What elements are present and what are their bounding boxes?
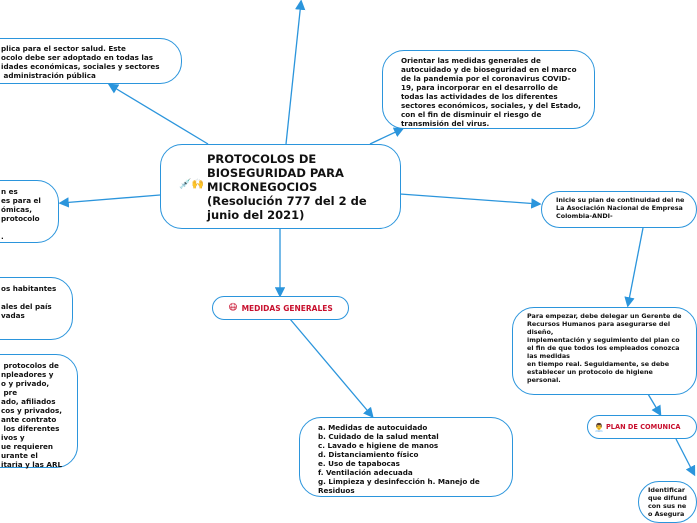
central-title: PROTOCOLOS DE BIOSEGURIDAD PARA MICRONEG…: [207, 152, 367, 222]
syringe-hands-icon: 💉🙌: [179, 179, 204, 190]
node-text: Orientar las medidas generales de autocu…: [401, 56, 581, 128]
node-left-3[interactable]: protocolos de npleadores y o y privado, …: [0, 354, 78, 469]
node-text: n es es para el ómicas, protocolo .: [1, 187, 41, 241]
connector: [399, 193, 542, 209]
topic-medidas-generales[interactable]: 😷 MEDIDAS GENERALES: [212, 296, 349, 320]
node-right-1[interactable]: Inicie su plan de continuidad del ne La …: [541, 191, 697, 228]
topic-label: PLAN DE COMUNICA: [605, 423, 681, 431]
node-left-1[interactable]: n es es para el ómicas, protocolo .: [0, 180, 59, 243]
node-text: Inicie su plan de continuidad del ne La …: [556, 196, 685, 220]
connector: [647, 393, 662, 417]
node-text: protocolos de npleadores y o y privado, …: [1, 361, 63, 469]
node-text: a. Medidas de autocuidado b. Cuidado de …: [318, 423, 480, 495]
central-topic[interactable]: 💉🙌 PROTOCOLOS DE BIOSEGURIDAD PARA MICRO…: [160, 144, 401, 229]
node-left-2[interactable]: os habitantes ales del país vadas: [0, 277, 73, 340]
mask-face-icon: 😷: [228, 303, 238, 313]
node-top-left[interactable]: plica para el sector salud. Este ocolo d…: [0, 38, 182, 84]
connector: [289, 318, 374, 418]
node-right-2[interactable]: Para empezar, debe delegar un Gerente de…: [512, 307, 697, 395]
node-text: plica para el sector salud. Este ocolo d…: [1, 44, 160, 80]
node-text: Identificar que difund con sus ne o Aseg…: [648, 486, 687, 518]
node-top-right[interactable]: Orientar las medidas generales de autocu…: [382, 50, 595, 129]
connector: [285, 0, 306, 145]
connector: [675, 438, 696, 477]
connector: [369, 127, 405, 145]
node-bottom-right[interactable]: Identificar que difund con sus ne o Aseg…: [638, 481, 697, 523]
connector: [624, 227, 644, 308]
connector: [58, 194, 161, 208]
businessman-icon: 👨‍💼: [594, 422, 604, 432]
node-medidas-list[interactable]: a. Medidas de autocuidado b. Cuidado de …: [299, 417, 513, 497]
connector: [107, 83, 209, 145]
topic-plan-comunicacion[interactable]: 👨‍💼 PLAN DE COMUNICA: [587, 415, 697, 439]
node-text: os habitantes ales del país vadas: [1, 284, 57, 320]
topic-label: MEDIDAS GENERALES: [241, 303, 333, 313]
node-text: Para empezar, debe delegar un Gerente de…: [527, 312, 682, 384]
